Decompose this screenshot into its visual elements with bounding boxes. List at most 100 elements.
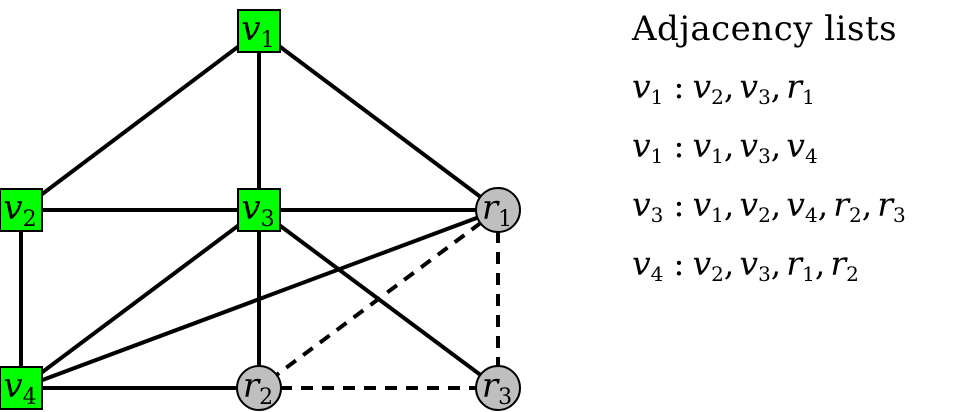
adjacency-heading: Adjacency lists [632,9,898,49]
adjacency-neighbor: v2 [692,67,724,107]
adjacency-colon: : [673,126,685,165]
adjacency-neighbor-letter: v [739,67,759,106]
adjacency-colon: : [673,67,685,106]
node-r2-subscript: 2 [259,385,273,410]
adjacency-row-head-subscript: 1 [650,144,664,168]
node-v3-label: v3 [241,188,274,232]
node-v2-label: v2 [3,188,36,232]
node-r1-subscript: 1 [498,207,512,232]
node-r3: r3 [475,365,521,411]
adjacency-neighbor-subscript: 1 [711,203,724,227]
node-r3-subscript: 3 [498,385,512,410]
edge-v1-r1 [257,29,500,212]
adjacency-row-head-letter: v [632,185,651,224]
adjacency-neighbor: r3 [877,185,906,227]
adjacency-comma: , [770,126,782,165]
adjacency-row-head-letter: v [632,126,651,165]
adjacency-comma: , [817,185,829,224]
adjacency-neighbor: v3 [739,126,771,168]
adjacency-comma: , [814,244,826,283]
node-v2-letter: v [3,188,22,228]
node-r1-shape [475,187,521,233]
adjacency-neighbor-letter: v [786,126,805,165]
adjacency-colon: : [673,185,685,224]
node-r1: r1 [475,187,521,233]
node-v1-shape [237,9,281,53]
adjacency-row-head-subscript: 1 [650,85,664,109]
node-r3-label: r3 [482,366,512,410]
adjacency-neighbor-subscript: 4 [804,144,818,168]
adjacency-neighbor-letter: v [739,244,759,283]
node-v4-letter: v [3,366,22,406]
adjacency-neighbor-subscript: 2 [758,203,771,227]
adjacency-neighbor: r2 [833,185,862,227]
node-v3-letter: v [241,188,260,228]
adjacency-neighbor-letter: r [786,244,803,283]
adjacency-comma: , [723,67,735,106]
adjacency-neighbor-subscript: 3 [758,144,771,168]
adjacency-row: v1:v1,v3,v4 [632,122,969,170]
node-v1-letter: v [241,9,260,49]
edges-layer [19,29,500,390]
node-v4-subscript: 4 [23,385,37,410]
adjacency-neighbor: v3 [739,67,771,109]
adjacency-neighbor-letter: r [833,185,849,224]
adjacency-row-head-letter: v [632,244,651,283]
adjacency-neighbor: v1 [692,185,724,227]
node-r2: r2 [236,365,282,411]
adjacency-neighbor-subscript: 1 [802,262,815,286]
node-v3-subscript: 3 [261,207,275,232]
adjacency-row-head-subscript: 4 [650,262,664,286]
adjacency-neighbor-subscript: 3 [758,262,771,286]
adjacency-neighbor-subscript: 2 [848,203,862,227]
adjacency-neighbor-letter: v [692,244,712,283]
adjacency-neighbor: v2 [692,244,724,286]
adjacency-row-head: v3 [632,185,664,227]
adjacency-neighbor-letter: r [830,244,847,283]
adjacency-row-head-letter: v [632,67,651,106]
node-v2-subscript: 2 [23,207,37,232]
adjacency-neighbor-letter: r [877,185,893,224]
adjacency-comma: , [723,185,735,224]
edge-v4-r1 [19,208,500,390]
node-r2-letter: r [243,366,261,406]
adjacency-neighbor-subscript: 4 [804,203,818,227]
adjacency-neighbor-letter: v [739,185,759,224]
adjacency-neighbor-subscript: 3 [758,85,771,109]
adjacency-neighbor-letter: v [692,126,712,165]
adjacency-row: v3:v1,v2,v4,r2,r3 [632,181,969,229]
node-v2-shape [0,188,43,232]
node-r3-shape [475,365,521,411]
adjacency-neighbor: r1 [786,244,815,286]
adjacency-neighbor-subscript: 1 [711,144,724,168]
node-r1-label: r1 [482,188,512,232]
adjacency-comma: , [861,185,873,224]
adjacency-neighbor-subscript: 3 [892,203,906,227]
adjacency-neighbor: v1 [692,126,724,168]
node-v4-shape [0,366,43,410]
adjacency-row-head-subscript: 3 [650,203,664,227]
adjacency-neighbor-letter: v [786,185,805,224]
adjacency-row-head: v1 [632,67,664,109]
adjacency-neighbor-subscript: 2 [711,262,724,286]
adjacency-row: v1:v2,v3,r1 [632,63,969,111]
node-v1-subscript: 1 [261,28,275,53]
edge-v3-v4 [19,208,261,390]
edge-v1-v2 [19,29,261,212]
node-v4: v4 [0,366,43,410]
adjacency-comma: , [770,185,782,224]
adjacency-neighbor: r2 [830,244,859,284]
node-v1-label: v1 [241,9,274,53]
adjacency-neighbor-letter: v [692,67,712,106]
node-v3: v3 [237,188,281,232]
node-r1-letter: r [482,188,500,228]
adjacency-neighbor-letter: v [692,185,712,224]
edge-r1-r2 [257,208,500,390]
node-v4-label: v4 [3,366,36,410]
node-r2-label: r2 [243,366,273,410]
adjacency-neighbor: v2 [739,185,771,227]
